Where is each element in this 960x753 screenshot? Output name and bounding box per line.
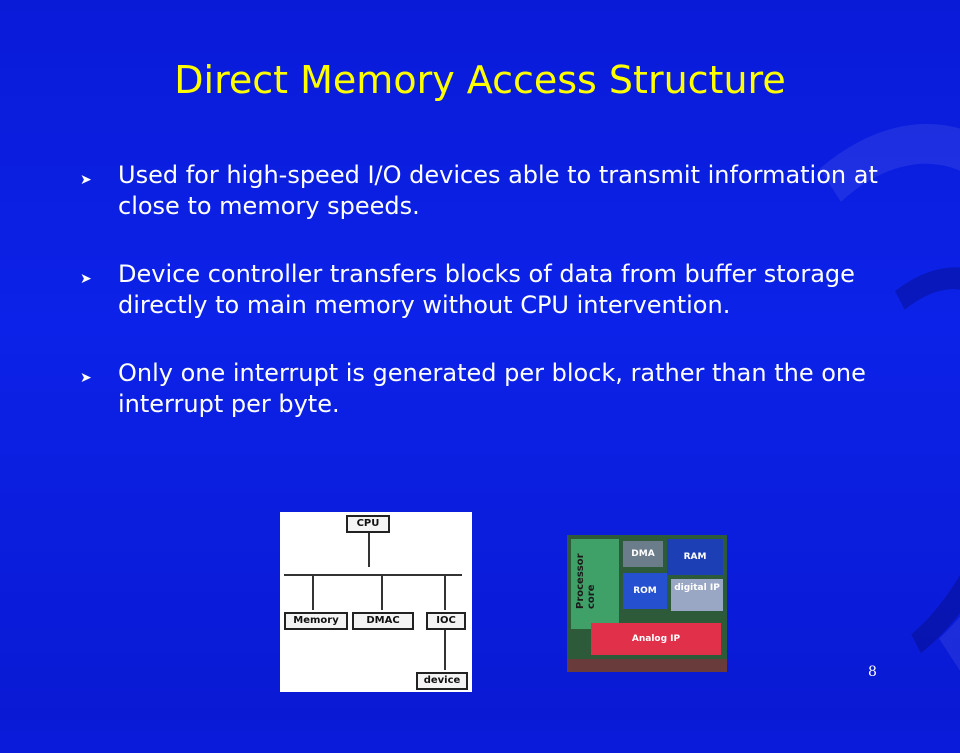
chip-layout-image: Processor core DMA RAM ROM digital IP An… [567,535,727,672]
processor-core-block: Processor core [571,539,619,629]
bullet-item: ➤ Used for high-speed I/O devices able t… [80,160,880,222]
ram-block: RAM [667,539,723,575]
chip-edge [567,659,727,672]
memory-connector [312,576,314,610]
analog-ip-block: Analog IP [591,623,721,655]
dmac-box: DMAC [352,612,414,630]
right-arrowhead-icon: ➤ [80,271,92,287]
device-box: device [416,672,468,690]
slide-title: Direct Memory Access Structure [174,58,786,102]
bullet-text: Used for high-speed I/O devices able to … [118,161,878,220]
bullet-text: Only one interrupt is generated per bloc… [118,359,866,418]
digital-ip-block: digital IP [671,579,723,611]
page-number: 8 [868,664,877,680]
bullet-item: ➤ Only one interrupt is generated per bl… [80,358,880,420]
cpu-box: CPU [346,515,390,533]
ioc-box: IOC [426,612,466,630]
dma-block-diagram: CPU Memory DMAC IOC device [280,512,472,692]
system-bus-line [284,574,462,576]
right-arrowhead-icon: ➤ [80,370,92,386]
memory-box: Memory [284,612,348,630]
bullet-list: ➤ Used for high-speed I/O devices able t… [80,160,880,457]
cpu-bus-connector [368,533,370,567]
bullet-item: ➤ Device controller transfers blocks of … [80,259,880,321]
dmac-connector [381,576,383,610]
right-arrowhead-icon: ➤ [80,172,92,188]
bullet-text: Device controller transfers blocks of da… [118,260,855,319]
device-connector [444,630,446,670]
rom-block: ROM [623,573,667,609]
ioc-connector [444,576,446,610]
dma-block: DMA [623,541,663,567]
